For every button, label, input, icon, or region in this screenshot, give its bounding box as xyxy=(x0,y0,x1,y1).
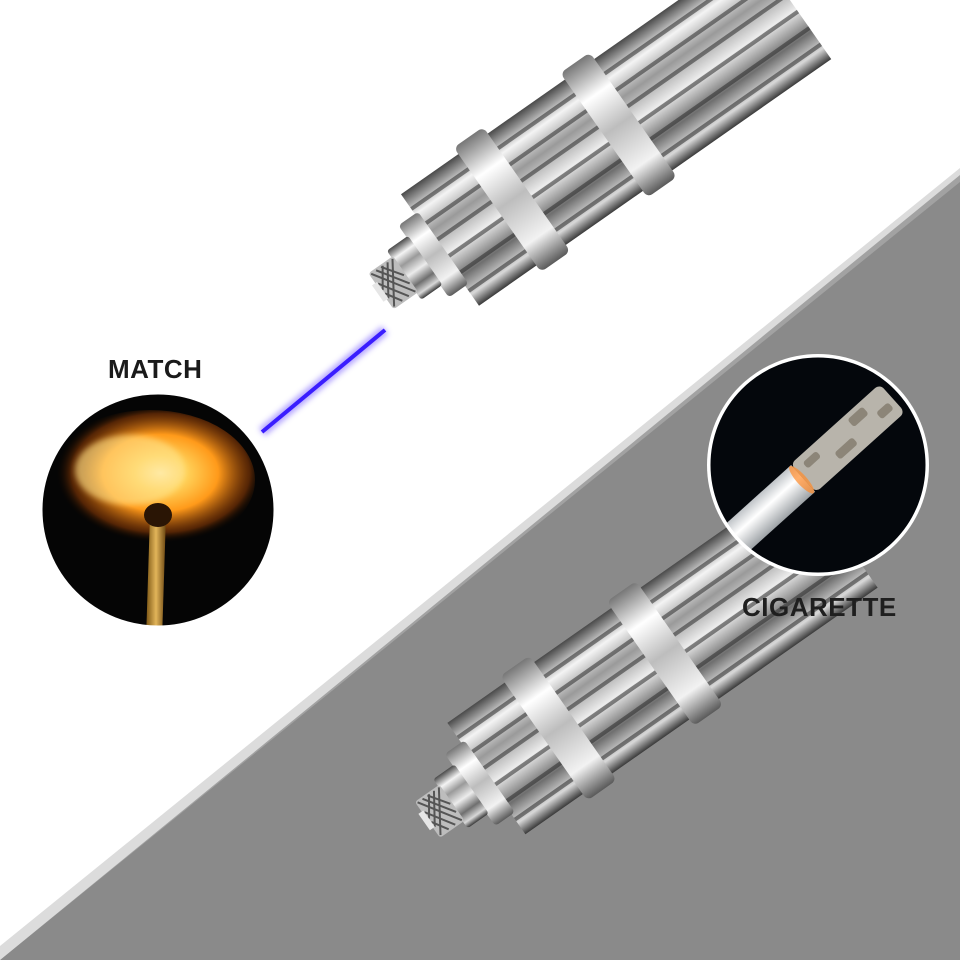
diagonal-divider xyxy=(0,168,960,960)
laser-beam-top xyxy=(258,326,389,436)
match-label: MATCH xyxy=(108,354,203,384)
cigarette-icon xyxy=(707,354,929,576)
burning-match-icon xyxy=(39,391,277,629)
cigarette-label: CIGARETTE xyxy=(742,592,897,622)
